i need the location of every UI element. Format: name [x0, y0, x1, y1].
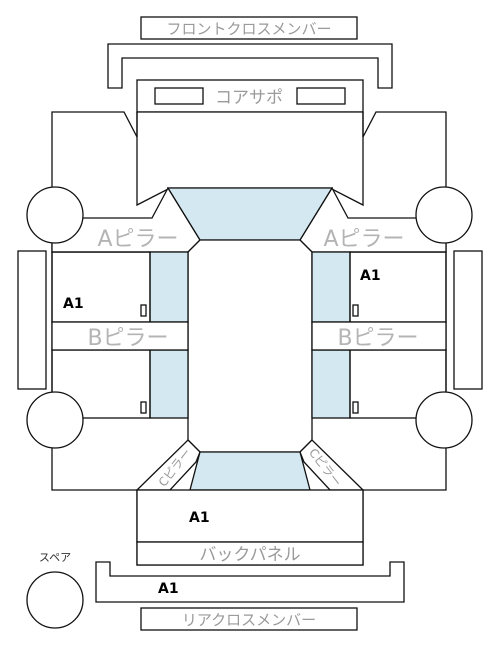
- rear-cross-member-bracket: [95, 561, 405, 603]
- left-rear-door-handle: [140, 401, 147, 414]
- right-front-window: [311, 251, 351, 323]
- b-pillar-right: Bピラー: [311, 321, 447, 351]
- b-pillar-left-panel: [51, 321, 189, 351]
- rear-cross-member-label: リアクロスメンバー: [182, 611, 316, 629]
- b-pillar-right-label: Bピラー: [337, 326, 418, 351]
- back-panel-label: バックパネル: [199, 545, 300, 565]
- marker-trunk: A1: [189, 510, 210, 526]
- rear-left-wheel: [26, 391, 84, 449]
- front-right-wheel: [415, 186, 473, 244]
- right-side-sill: [453, 250, 483, 390]
- spare-tire-circle: [26, 571, 84, 629]
- front-cross-member-label: フロントクロスメンバー: [166, 20, 331, 38]
- c-pillar-left-panel: [135, 439, 201, 491]
- b-pillar-left-label: Bピラー: [87, 326, 168, 351]
- roof-panel: [187, 239, 313, 453]
- core-support-left-slot: [154, 87, 204, 105]
- back-panel: [136, 541, 364, 566]
- rear-window: [189, 451, 311, 491]
- right-rear-window: [311, 349, 351, 419]
- rear-cross-member-label-box: [140, 607, 358, 631]
- front-left-wheel: [26, 186, 84, 244]
- front-cross-member-label-box: [140, 16, 358, 40]
- spare-tire: スペア: [26, 551, 84, 629]
- left-front-door-handle: [140, 304, 147, 317]
- front-cross-member: フロントクロスメンバー: [107, 16, 393, 89]
- trunk-lid: [136, 489, 364, 543]
- right-rear-door-handle: [352, 401, 359, 414]
- left-front-window: [149, 251, 189, 323]
- b-pillar-left: Bピラー: [51, 321, 189, 351]
- spare-label: スペア: [39, 551, 71, 564]
- core-support: コアサポ: [136, 79, 364, 113]
- a-pillar-left-label: Aピラー: [97, 227, 178, 252]
- left-rear-window: [149, 349, 189, 419]
- a-pillar-left: Aピラー: [51, 186, 201, 253]
- marker-rear-cross: A1: [158, 581, 179, 597]
- right-front-door-handle: [352, 304, 359, 317]
- marker-right-front-door: A1: [360, 268, 381, 284]
- front-cross-member-bracket: [107, 43, 393, 89]
- rear-cross-member: リアクロスメンバー: [95, 561, 405, 631]
- a-pillar-right-label: Aピラー: [323, 227, 404, 252]
- a-pillar-right: Aピラー: [299, 186, 447, 253]
- left-side-sill: [17, 250, 47, 390]
- b-pillar-right-panel: [311, 321, 447, 351]
- rear-right-wheel: [415, 391, 473, 449]
- core-support-right-slot: [296, 87, 346, 105]
- c-pillar-right-panel: [299, 439, 365, 491]
- core-support-label: コアサポ: [215, 88, 283, 108]
- marker-left-front-door: A1: [63, 296, 84, 312]
